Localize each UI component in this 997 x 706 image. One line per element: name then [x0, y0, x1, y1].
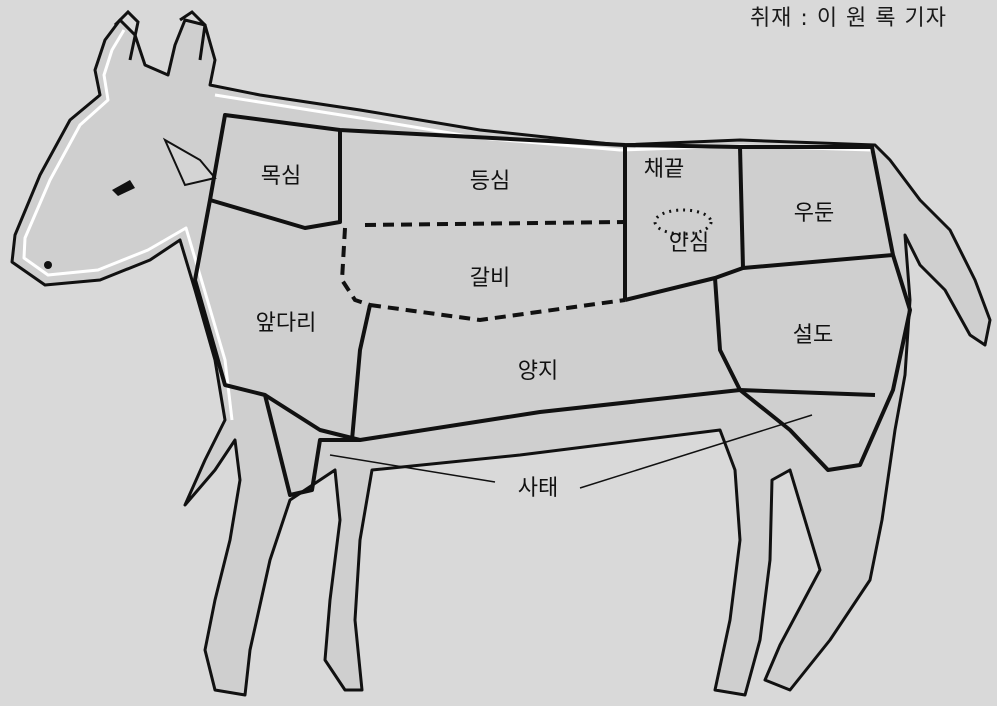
label-moksim: 목심 [261, 164, 301, 189]
label-deungsim: 등심 [470, 169, 510, 194]
cow-nostril [44, 261, 52, 269]
label-udun: 우둔 [794, 201, 834, 226]
label-yangji: 양지 [518, 359, 558, 384]
label-seoldo: 설도 [793, 323, 833, 348]
label-galbi: 갈비 [470, 266, 510, 291]
label-ansim: 안심 [669, 231, 709, 256]
cow-body-outline [12, 20, 990, 695]
label-chaekkeut: 채끝 [644, 157, 684, 182]
label-apdari: 앞다리 [256, 311, 317, 336]
cow-silhouette [12, 12, 990, 695]
label-satae: 사태 [518, 476, 558, 501]
